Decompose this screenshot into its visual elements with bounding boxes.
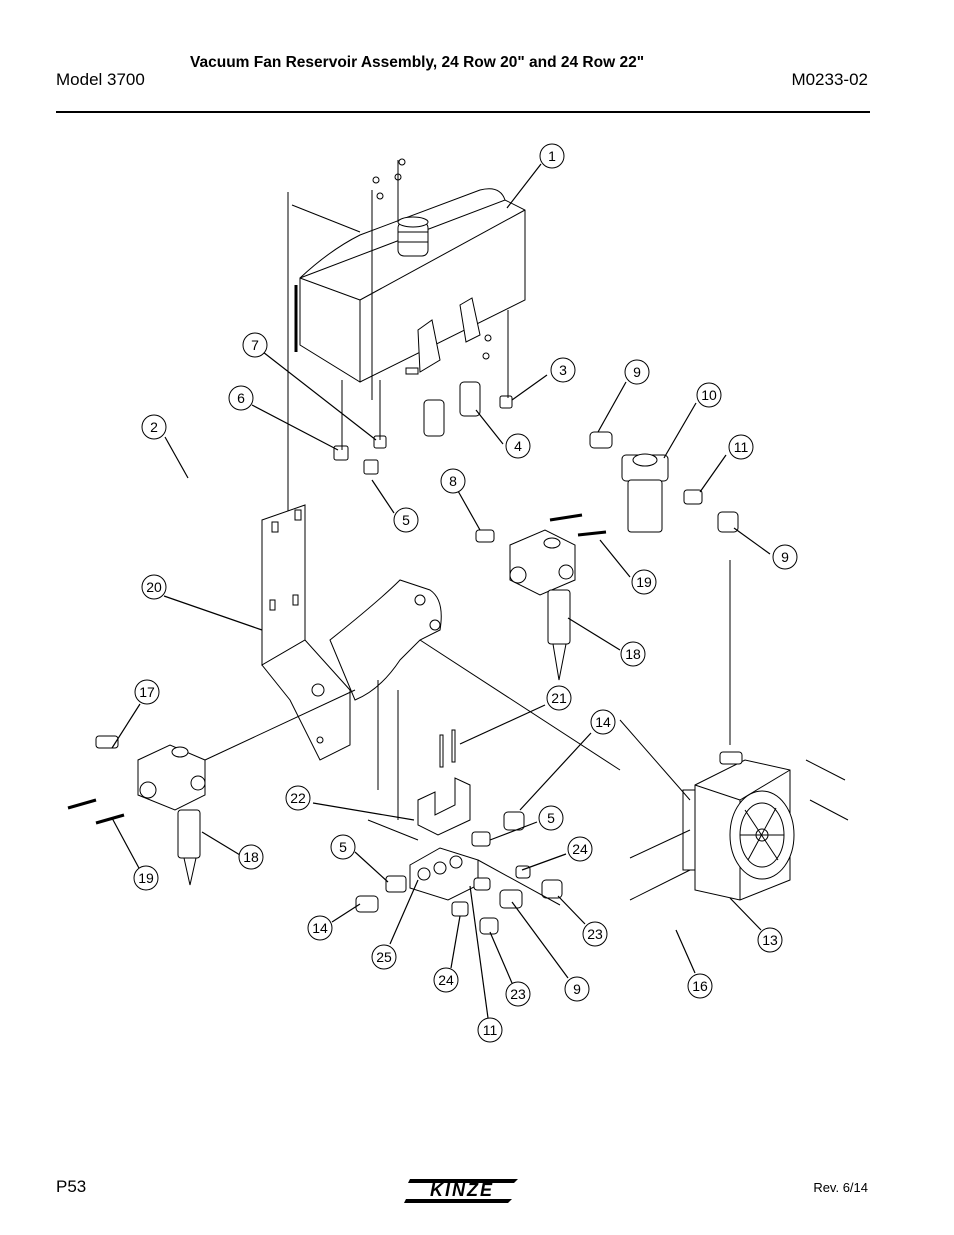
- filter-assembly: [589, 431, 739, 745]
- callout-6: 6: [228, 385, 254, 411]
- mounting-bracket: [261, 504, 442, 761]
- callout-23: 23: [582, 921, 608, 947]
- callout-8: 8: [440, 468, 466, 494]
- callout-9c: 9: [564, 976, 590, 1002]
- callout-label: 9: [781, 549, 789, 565]
- callout-label: 11: [483, 1022, 498, 1038]
- callout-label: 9: [573, 981, 581, 997]
- callout-18: 18: [620, 641, 646, 667]
- callout-label: 14: [595, 714, 611, 730]
- callout-16: 16: [687, 973, 713, 999]
- callout-19: 19: [631, 569, 657, 595]
- callout-5c: 5: [330, 834, 356, 860]
- callout-19b: 19: [133, 865, 159, 891]
- model-label: Model 3700: [56, 70, 145, 89]
- callout-23b: 23: [505, 981, 531, 1007]
- callout-17: 17: [134, 679, 160, 705]
- callout-label: 1: [548, 148, 556, 164]
- callout-5b: 5: [538, 805, 564, 831]
- callout-24: 24: [567, 836, 593, 862]
- callout-14: 14: [590, 709, 616, 735]
- callout-label: 21: [551, 690, 567, 706]
- callout-label: 14: [312, 920, 328, 936]
- callout-label: 19: [138, 870, 154, 886]
- reservoir-tank: [287, 160, 526, 520]
- callout-3: 3: [550, 357, 576, 383]
- callout-11: 11: [728, 434, 754, 460]
- callout-label: 22: [290, 790, 306, 806]
- callout-label: 5: [402, 512, 410, 528]
- callout-10: 10: [696, 382, 722, 408]
- revision-date: Rev. 6/14: [813, 1180, 868, 1195]
- callout-label: 24: [438, 972, 454, 988]
- callout-label: 16: [692, 978, 708, 994]
- valve-assembly-upper: [475, 513, 607, 681]
- callout-label: 23: [510, 986, 526, 1002]
- header-rule: [56, 111, 870, 113]
- callout-21: 21: [546, 685, 572, 711]
- callout-18b: 18: [238, 844, 264, 870]
- callout-22: 22: [285, 785, 311, 811]
- svg-text:KINZE: KINZE: [430, 1180, 494, 1200]
- callout-9b: 9: [772, 544, 798, 570]
- callout-14b: 14: [307, 915, 333, 941]
- callout-label: 9: [633, 364, 641, 380]
- callout-11b: 11: [477, 1017, 503, 1043]
- callout-label: 18: [243, 849, 259, 865]
- leader-lines: [111, 163, 771, 1019]
- callout-label: 7: [251, 337, 259, 353]
- callout-label: 5: [339, 839, 347, 855]
- callout-20: 20: [141, 574, 167, 600]
- kinze-logo: KINZE: [404, 1179, 518, 1203]
- callout-label: 18: [625, 646, 641, 662]
- callout-label: 8: [449, 473, 457, 489]
- callout-label: 4: [514, 438, 522, 454]
- callout-4: 4: [505, 433, 531, 459]
- callout-label: 3: [559, 362, 567, 378]
- callout-label: 23: [587, 926, 603, 942]
- cooler-fan-assembly: [619, 719, 849, 901]
- callout-label: 20: [146, 579, 162, 595]
- callout-label: 17: [139, 684, 155, 700]
- callout-label: 19: [636, 574, 652, 590]
- callout-9: 9: [624, 359, 650, 385]
- valve-assembly-lower: [67, 689, 356, 886]
- callout-label: 11: [734, 439, 749, 455]
- callout-5: 5: [393, 507, 419, 533]
- callout-label: 25: [376, 949, 392, 965]
- callout-2: 2: [141, 414, 167, 440]
- callout-25: 25: [371, 944, 397, 970]
- page-number: P53: [56, 1177, 87, 1196]
- callout-1: 1: [539, 143, 565, 169]
- manifold-assembly: [355, 639, 621, 935]
- callout-13: 13: [757, 927, 783, 953]
- callout-label: 6: [237, 390, 245, 406]
- page-title: Vacuum Fan Reservoir Assembly, 24 Row 20…: [190, 54, 645, 71]
- callout-label: 10: [701, 387, 717, 403]
- callout-7: 7: [242, 332, 268, 358]
- callout-label: 5: [547, 810, 555, 826]
- callout-label: 24: [572, 841, 588, 857]
- callout-label: 13: [762, 932, 778, 948]
- document-code: M0233-02: [791, 70, 868, 89]
- callout-label: 2: [150, 419, 158, 435]
- callout-24b: 24: [433, 967, 459, 993]
